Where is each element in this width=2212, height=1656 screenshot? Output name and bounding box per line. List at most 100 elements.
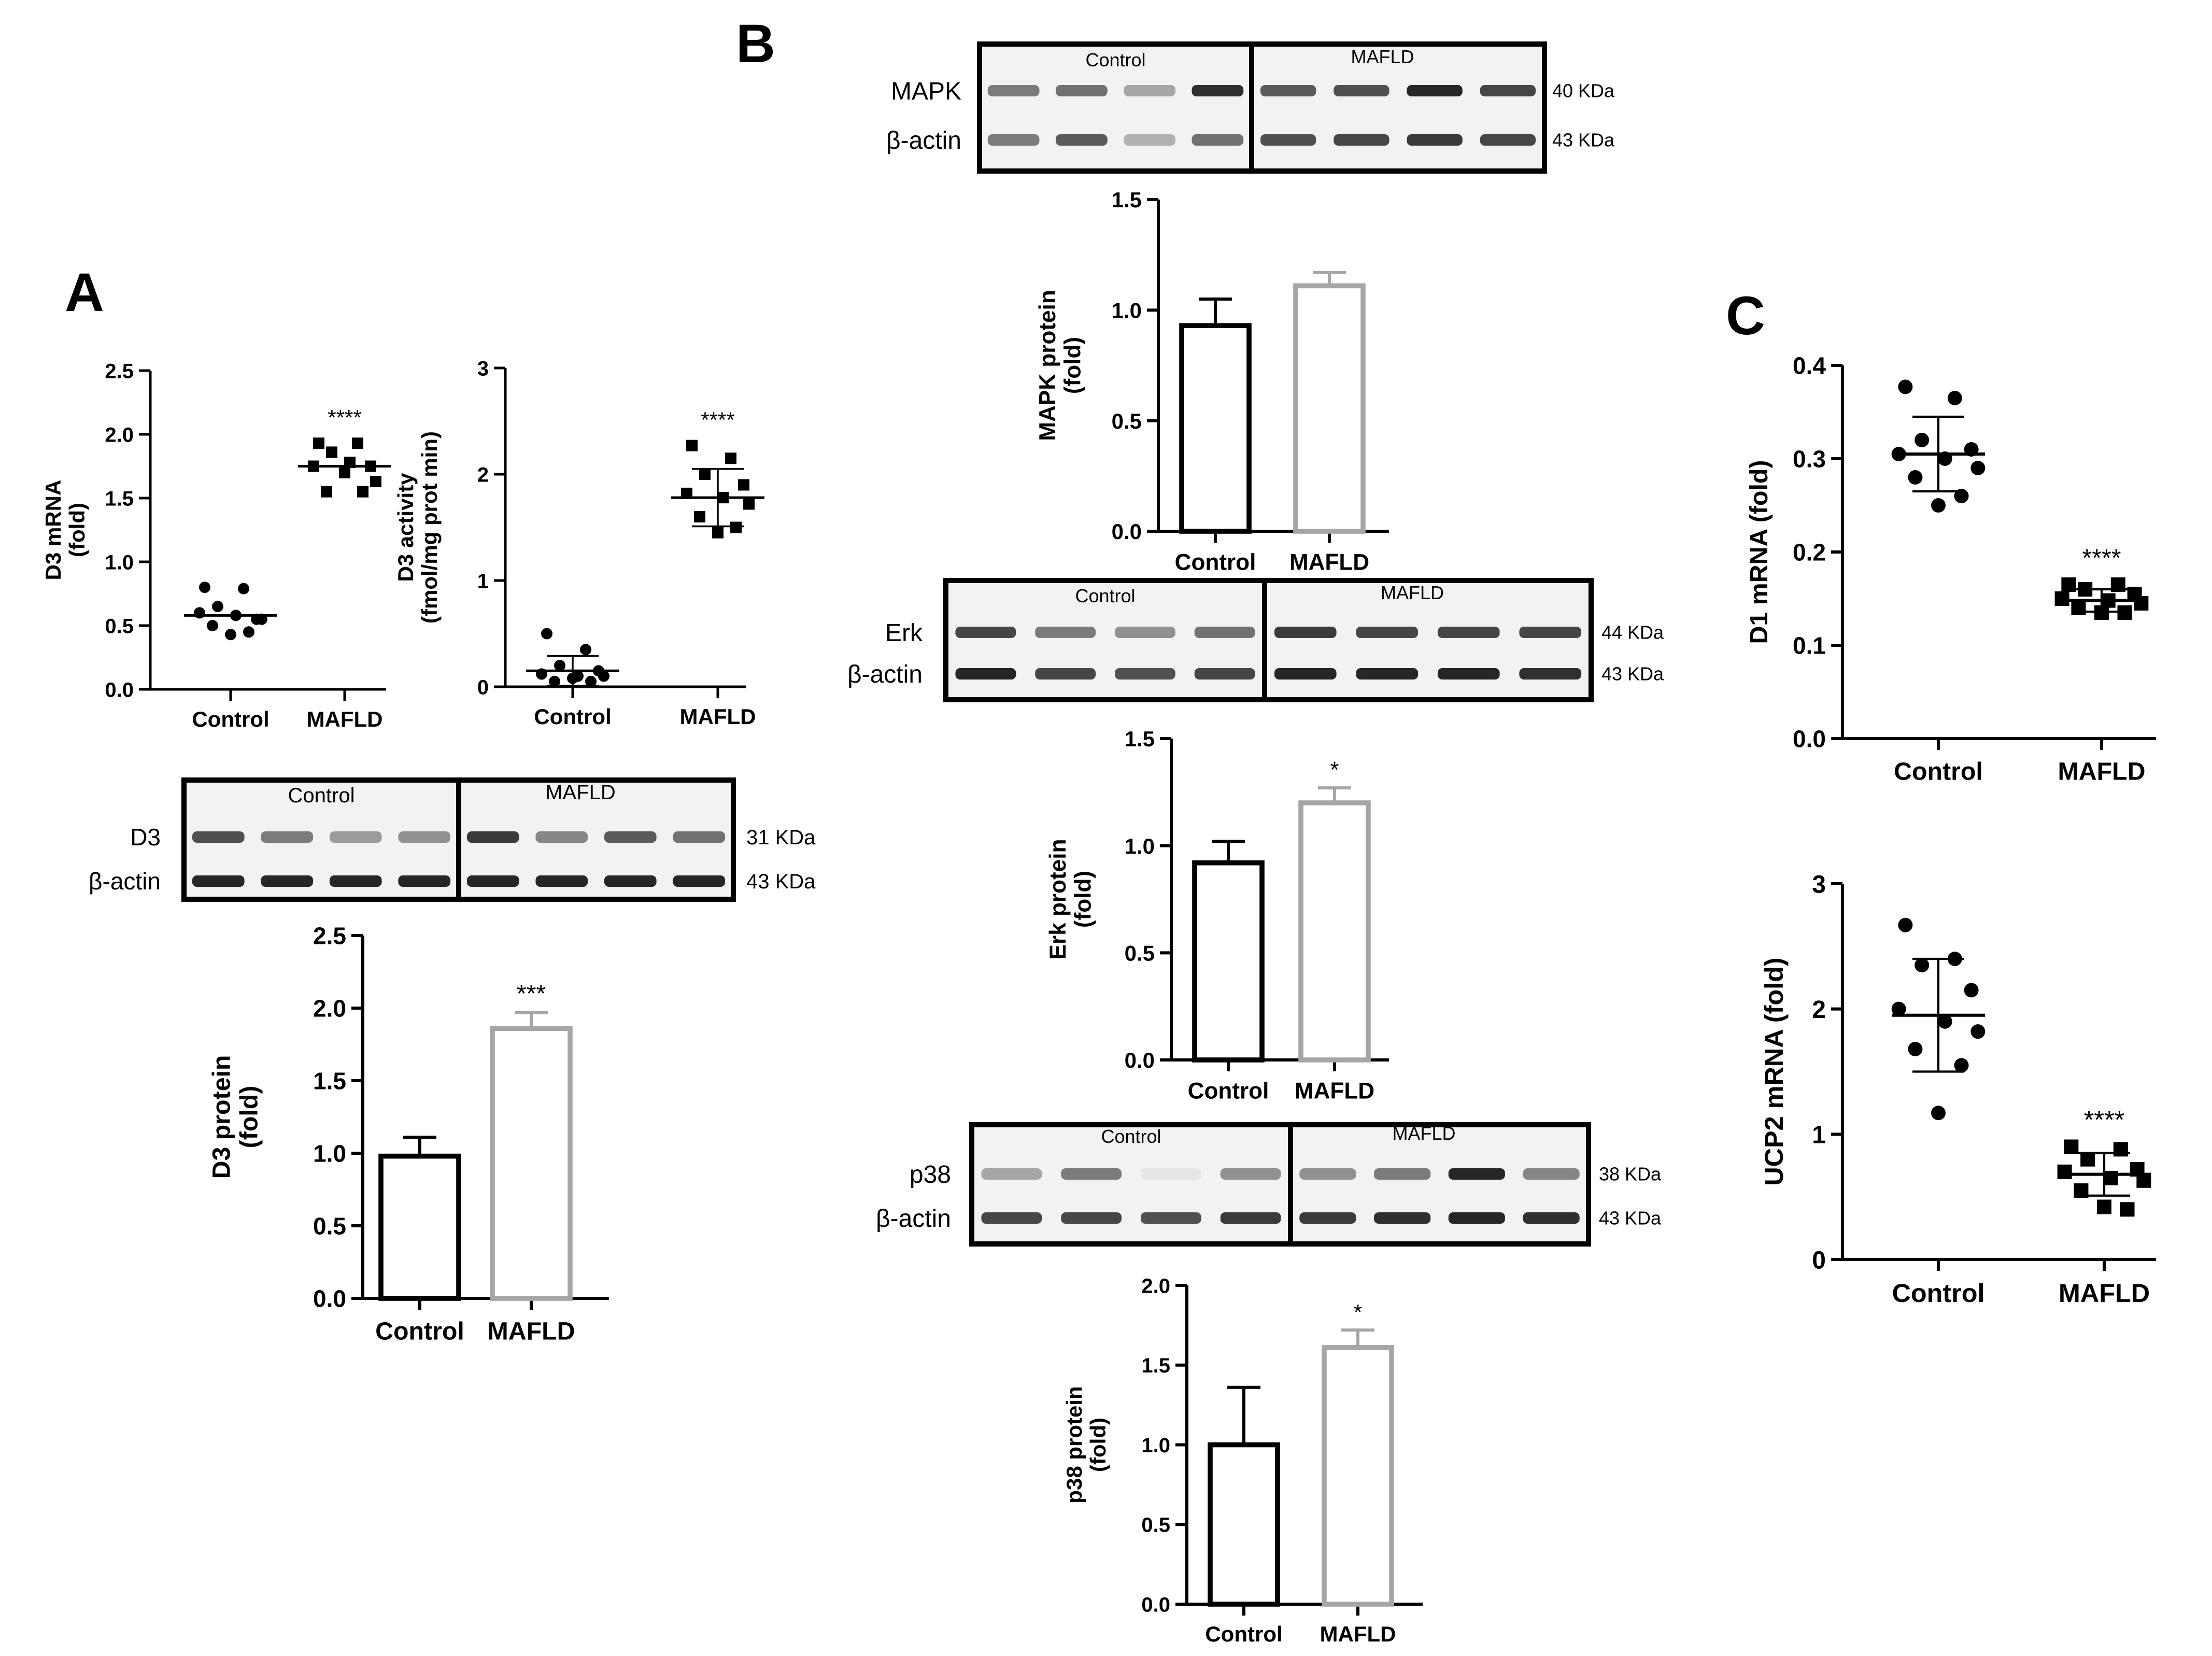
blot-band [192,831,245,843]
y-tick-label: 2.5 [313,923,346,950]
y-tick-label: 3 [1812,871,1826,898]
y-axis-label: D3 activity(fmol/mg prot min) [393,431,442,624]
y-tick-label: 1.0 [313,1140,346,1167]
y-tick-label: 0.2 [1793,539,1826,566]
blot-band [1140,1212,1201,1224]
data-point [2071,601,2086,615]
blot-band [673,875,726,887]
blot-row-label: Erk [885,619,923,647]
data-point [585,675,597,687]
bar [1322,1345,1394,1607]
y-tick-label: 0.0 [1112,519,1142,544]
data-point [2057,1164,2072,1179]
x-tick-label: Control [192,707,269,731]
x-tick-label: Control [1894,758,1983,786]
blot-group-label: Control [1101,1126,1161,1147]
blot-band [1192,85,1244,96]
data-point [686,440,698,451]
blot-size-label: 43 KDa [1552,130,1615,151]
x-tick-label: MAFLD [1320,1622,1396,1646]
data-point [694,511,705,522]
y-axis-label: MAPK protein(fold) [1035,290,1086,441]
y-tick-label: 1.5 [1125,727,1155,751]
data-point [352,437,363,449]
blot-band [261,875,314,887]
blot-group-label: Control [288,784,355,807]
y-tick-label: 0.5 [105,615,134,638]
y-tick-label: 0.0 [1141,1593,1170,1616]
y-axis-label-line: D3 mRNA [41,480,65,581]
x-tick-label: Control [534,704,611,729]
data-point [743,498,755,510]
blot-band [1035,627,1096,638]
data-point [2080,1152,2095,1167]
blot-row-label: β-actin [847,661,923,688]
data-point [1947,391,1962,405]
data-point [370,476,381,488]
y-tick-label: 0.1 [1793,632,1826,659]
blot-frame-mafld [1288,1122,1591,1247]
blot-size-label: 43 KDa [1599,1208,1662,1229]
blot-row-label: D3 [130,824,161,851]
y-tick-label: 0.0 [1125,1048,1155,1072]
significance-label: **** [328,405,361,430]
y-tick-label: 0.0 [313,1285,346,1312]
significance-label: * [1330,757,1339,783]
data-point [326,446,337,458]
blot-band [1274,668,1337,680]
blot-band [1374,1168,1431,1180]
blot-band [192,875,245,887]
data-point [681,487,692,499]
y-tick-label: 0.4 [1793,352,1826,379]
blot-group-label: Control [1085,49,1145,70]
blot-band [1519,627,1582,638]
blot-band [1523,1168,1580,1180]
blot-band [1260,134,1316,146]
data-point [725,452,736,464]
data-point [598,670,609,682]
y-axis-label-line: D3 activity [393,473,418,582]
blot-frame-mafld [1262,578,1594,702]
data-point [321,486,332,498]
data-point [699,469,711,480]
blot-band [1056,85,1108,96]
blot-band [1114,627,1175,638]
blot-background [980,44,1544,171]
data-point [313,437,324,449]
blot-band [1299,1168,1356,1180]
x-tick-label: MAFLD [680,704,756,729]
data-point [1954,1058,1969,1073]
data-point [541,628,552,640]
blot-band [987,134,1040,146]
data-point [225,629,236,641]
data-point [2120,1202,2135,1217]
x-tick-label: MAFLD [307,707,383,731]
y-tick-label: 2.0 [105,423,134,446]
y-tick-label: 1 [477,570,489,592]
blot-band [1519,668,1582,680]
data-point [2064,1139,2079,1154]
panel-letter-b: B [736,13,775,74]
blot-band [1407,85,1463,96]
blot-band [1437,668,1500,680]
blot-background [946,581,1591,700]
significance-label: **** [2082,544,2121,572]
blot-row-label: β-actin [89,868,161,895]
y-tick-label: 0.0 [1793,726,1826,753]
data-point [2054,591,2069,606]
y-axis-label: Erk protein(fold) [1045,839,1096,960]
blot-band [535,875,588,887]
data-point [1964,983,1979,998]
blot-band [466,831,519,843]
data-point [207,620,218,631]
y-axis-label-line: MAPK protein [1035,290,1060,441]
y-tick-label: 3 [477,357,489,380]
y-tick-label: 0.3 [1793,446,1826,473]
